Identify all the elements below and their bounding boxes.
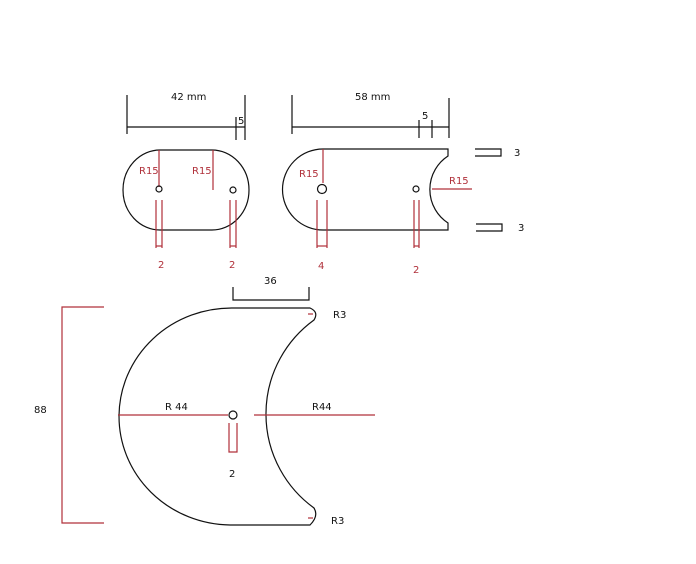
view1-radius-right: R15 bbox=[192, 166, 212, 177]
view1-hole-right-label: 2 bbox=[229, 260, 235, 271]
view1-offset-label: 5 bbox=[238, 116, 244, 127]
view3-radius-inner: R44 bbox=[312, 402, 332, 413]
view3-hole-label: 2 bbox=[229, 469, 235, 480]
view3-crescent-part: 36 88 R3 R3 R 44 R44 2 bbox=[34, 276, 375, 527]
view3-radius-outer: R 44 bbox=[165, 402, 188, 413]
view2-slotted-part: 58 mm 5 R15 R15 4 2 3 3 bbox=[281, 92, 524, 276]
view2-tab-top-label: 3 bbox=[514, 148, 520, 159]
view1-width-label: 42 mm bbox=[171, 92, 206, 103]
view2-hole-right-label: 2 bbox=[413, 265, 419, 276]
view2-radius-left: R15 bbox=[299, 169, 319, 180]
view3-tip-top-label: R3 bbox=[333, 310, 346, 321]
view1-radius-left: R15 bbox=[139, 166, 159, 177]
view1-hole-left-label: 2 bbox=[158, 260, 164, 271]
view2-radius-right: R15 bbox=[449, 176, 469, 187]
view1-oval-part: 42 mm 5 R15 R15 2 2 bbox=[122, 92, 250, 271]
view3-height-label: 88 bbox=[34, 405, 47, 416]
view2-hole-left-label: 4 bbox=[318, 261, 324, 272]
view2-tab-bottom-label: 3 bbox=[518, 223, 524, 234]
view2-offset-label: 5 bbox=[422, 111, 428, 122]
view3-tip-bottom-label: R3 bbox=[331, 516, 344, 527]
view2-width-label: 58 mm bbox=[355, 92, 390, 103]
view3-top-width-label: 36 bbox=[264, 276, 277, 287]
